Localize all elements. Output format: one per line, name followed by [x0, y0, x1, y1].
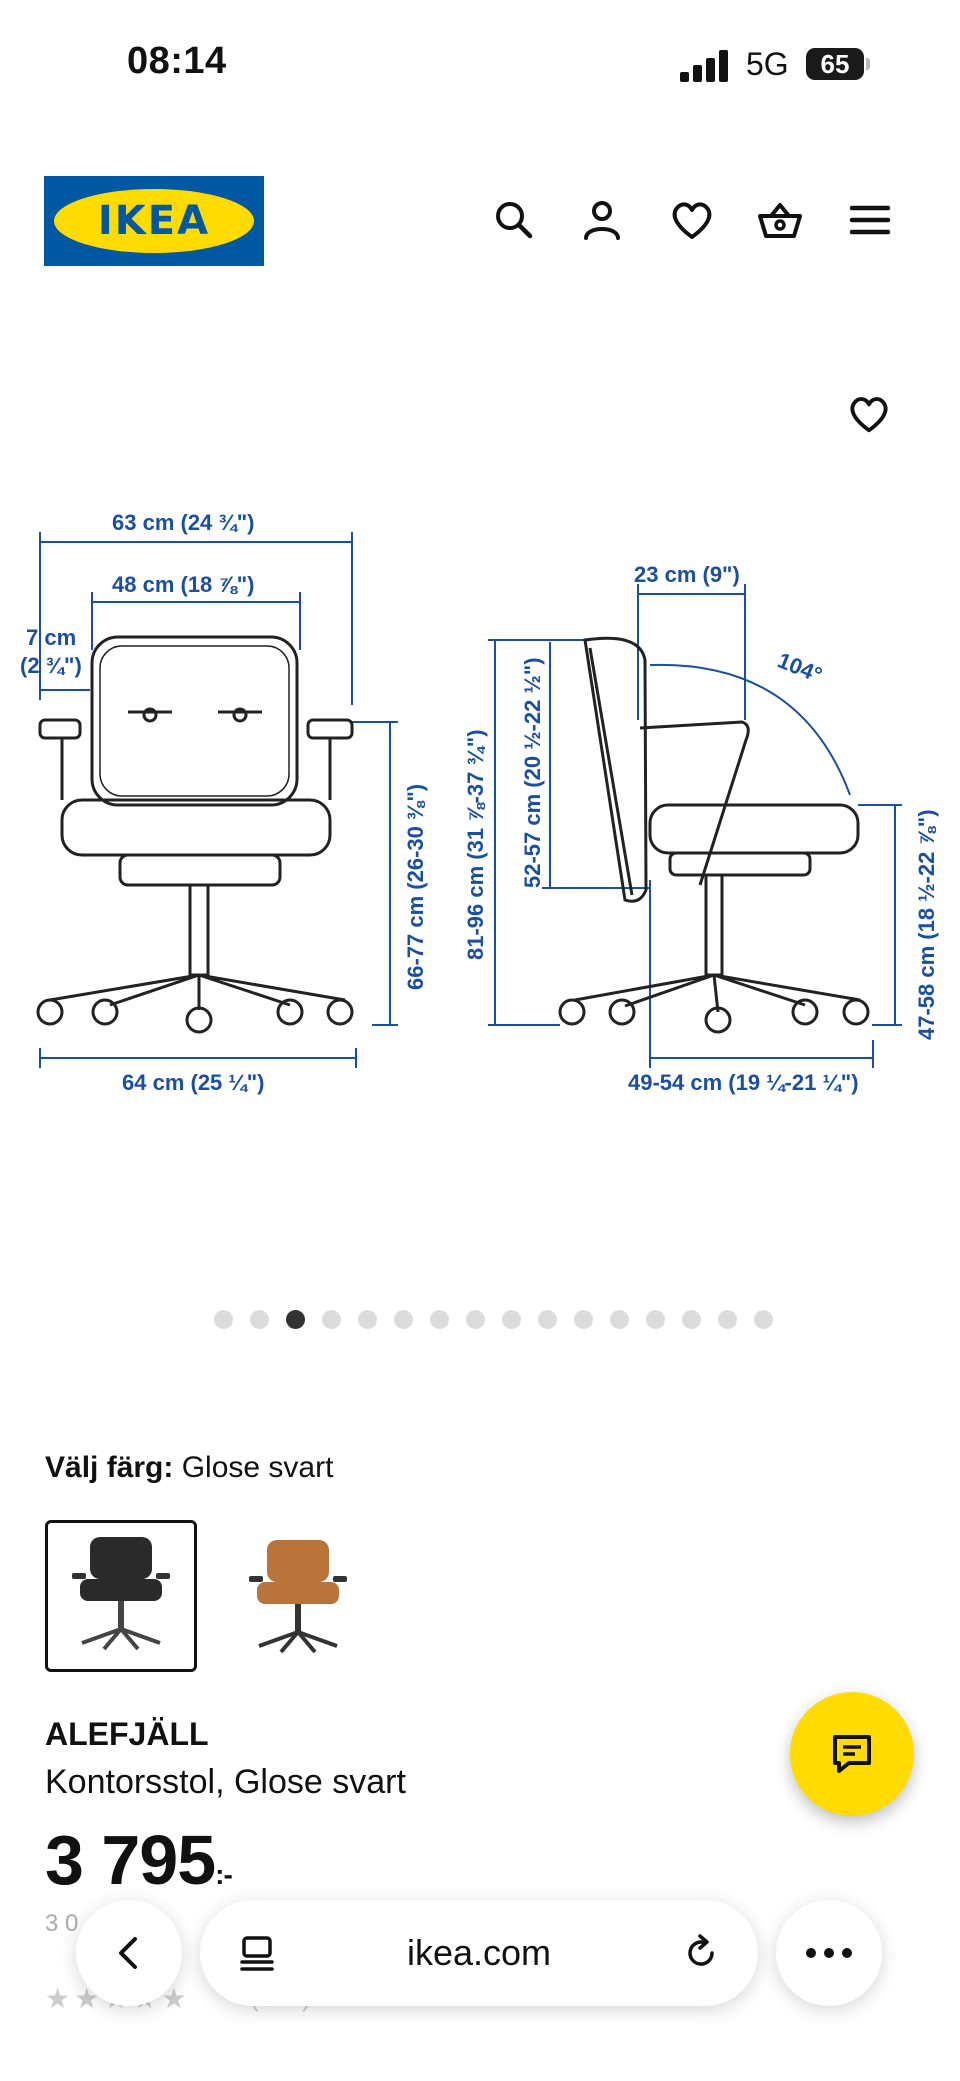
- dim-back-height: 52-57 cm (20 ½-22 ½"): [520, 657, 545, 888]
- logo-oval: IKEA: [54, 189, 254, 253]
- side-chair-outline: [558, 636, 870, 1034]
- carousel-dot[interactable]: [501, 1310, 521, 1329]
- heart-icon[interactable]: [668, 196, 716, 244]
- color-swatch-brown[interactable]: [222, 1520, 374, 1672]
- chat-button[interactable]: [790, 1692, 914, 1816]
- chair-thumbnail-black: [72, 1537, 170, 1651]
- carousel-dot[interactable]: [573, 1310, 593, 1329]
- address-bar[interactable]: ikea.com: [200, 1900, 758, 2006]
- carousel-dot[interactable]: [645, 1310, 665, 1329]
- logo-text: IKEA: [97, 198, 211, 244]
- battery-icon: 65: [806, 48, 864, 80]
- selected-color: Glose svart: [181, 1451, 334, 1484]
- chevron-left-icon: [119, 1937, 137, 1969]
- carousel-dot[interactable]: [465, 1310, 485, 1329]
- dim-recline-angle: 104°: [774, 647, 826, 687]
- front-chair-outline: [36, 635, 354, 1034]
- url-text: ikea.com: [406, 1932, 552, 1973]
- carousel-dot[interactable]: [681, 1310, 701, 1329]
- carousel-dot[interactable]: [753, 1310, 773, 1329]
- dim-armrest-depth: 23 cm (9"): [634, 562, 740, 587]
- carousel-dot[interactable]: [537, 1310, 557, 1329]
- signal-icon: [680, 50, 728, 82]
- carousel-dot[interactable]: [285, 1310, 305, 1329]
- dim-seat-height: 47-58 cm (18 ½-22 ⅞"): [914, 809, 939, 1040]
- color-label-prefix: Välj färg:: [45, 1451, 174, 1484]
- faded-info-text: 3 0: [45, 1910, 79, 1937]
- product-price: 3 795:-: [45, 1820, 233, 1900]
- carousel-dot[interactable]: [213, 1310, 233, 1329]
- battery-level: 65: [820, 48, 850, 79]
- search-icon[interactable]: [490, 196, 538, 244]
- product-description: Kontorsstol, Glose svart: [45, 1763, 406, 1801]
- dim-total-height: 81-96 cm (31 ⅞-37 ¾"): [463, 729, 488, 960]
- reader-mode-icon[interactable]: [236, 1932, 278, 1974]
- price-value: 3 795: [45, 1821, 216, 1899]
- more-dots-icon: [806, 1948, 852, 1958]
- add-to-wishlist-icon[interactable]: [846, 391, 892, 437]
- carousel-dot[interactable]: [321, 1310, 341, 1329]
- dim-back-width: 48 cm (18 ⅞"): [112, 572, 255, 597]
- color-swatch-black[interactable]: [45, 1520, 197, 1672]
- browser-more-button[interactable]: [776, 1900, 882, 2006]
- status-time: 08:14: [127, 40, 227, 82]
- ikea-logo[interactable]: IKEA: [44, 176, 264, 266]
- menu-icon[interactable]: [846, 196, 894, 244]
- chair-thumbnail-brown: [249, 1540, 347, 1654]
- carousel-dot[interactable]: [429, 1310, 449, 1329]
- carousel-dot[interactable]: [717, 1310, 737, 1329]
- dim-seat-depth: 49-54 cm (19 ¼-21 ¼"): [628, 1070, 859, 1095]
- reload-icon[interactable]: [680, 1932, 722, 1974]
- product-dimensions-image: 63 cm (24 ¾") 48 cm (18 ⅞") 7 cm (2 ¾") …: [20, 510, 939, 1095]
- carousel-dot[interactable]: [393, 1310, 413, 1329]
- browser-back-button[interactable]: [76, 1900, 182, 2006]
- color-chooser-label: Välj färg: Glose svart: [45, 1451, 333, 1485]
- image-carousel-dots[interactable]: [0, 1310, 960, 1334]
- carousel-dot[interactable]: [609, 1310, 629, 1329]
- chat-icon: [833, 1735, 871, 1773]
- dim-arm-height: 66-77 cm (26-30 ⅜"): [403, 784, 428, 990]
- network-type: 5G: [746, 46, 789, 82]
- dim-base-width: 64 cm (25 ¼"): [122, 1070, 265, 1095]
- dim-arm-width-2: (2 ¾"): [20, 653, 82, 678]
- carousel-dot[interactable]: [357, 1310, 377, 1329]
- dim-arm-width-1: 7 cm: [26, 625, 76, 650]
- dim-overall-width: 63 cm (24 ¾"): [112, 510, 255, 535]
- basket-icon[interactable]: [756, 196, 804, 244]
- product-name: ALEFJÄLL: [45, 1716, 209, 1752]
- carousel-dot[interactable]: [249, 1310, 269, 1329]
- price-suffix: :-: [215, 1859, 233, 1890]
- battery-tip: [866, 58, 870, 70]
- account-icon[interactable]: [578, 196, 626, 244]
